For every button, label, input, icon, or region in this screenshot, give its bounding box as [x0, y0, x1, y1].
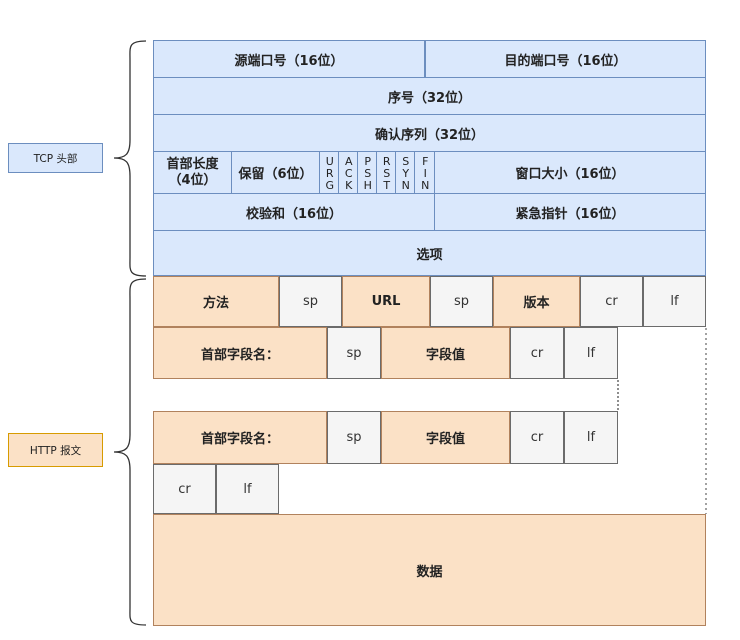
header-name-field: 首部字段名： — [153, 411, 327, 464]
flag-fin: FIN — [414, 151, 435, 194]
flag-fin-text: FIN — [418, 154, 432, 191]
sp-field: sp — [279, 276, 342, 327]
flag-psh-text: PSH — [361, 154, 375, 191]
ack-field: 确认序列（32位） — [153, 114, 706, 152]
src-port-field: 源端口号（16位） — [153, 40, 425, 78]
flag-rst-text: RST — [380, 154, 394, 191]
reserved-field: 保留（6位） — [231, 151, 320, 194]
window-size-field: 窗口大小（16位） — [434, 151, 706, 194]
method-field: 方法 — [153, 276, 279, 327]
flag-syn-text: SYN — [399, 154, 413, 191]
dst-port-field: 目的端口号（16位） — [425, 40, 706, 78]
flag-rst: RST — [376, 151, 396, 194]
sp-field: sp — [430, 276, 493, 327]
options-field: 选项 — [153, 230, 706, 276]
urgent-pointer-field: 紧急指针（16位） — [434, 193, 706, 231]
body-data-field: 数据 — [153, 514, 706, 626]
tcp-brace — [113, 40, 147, 277]
lf-field: lf — [564, 327, 618, 379]
http-message-label: HTTP 报文 — [8, 433, 103, 467]
url-field: URL — [342, 276, 430, 327]
http-brace — [113, 278, 147, 626]
cr-field: cr — [153, 464, 216, 514]
lf-field: lf — [564, 411, 618, 464]
flag-urg-text: URG — [323, 154, 337, 191]
cr-field: cr — [510, 411, 564, 464]
header-name-field: 首部字段名： — [153, 327, 327, 379]
version-field: 版本 — [493, 276, 580, 327]
flag-urg: URG — [319, 151, 339, 194]
lf-field: lf — [643, 276, 706, 327]
sp-field: sp — [327, 327, 381, 379]
cr-field: cr — [510, 327, 564, 379]
flag-ack: ACK — [338, 151, 358, 194]
flag-syn: SYN — [395, 151, 415, 194]
seq-field: 序号（32位） — [153, 77, 706, 115]
sp-field: sp — [327, 411, 381, 464]
flag-psh: PSH — [357, 151, 377, 194]
header-length-field: 首部长度 （4位） — [153, 151, 232, 194]
checksum-field: 校验和（16位） — [153, 193, 435, 231]
header-value-field: 字段值 — [381, 411, 510, 464]
flag-ack-text: ACK — [342, 154, 356, 191]
lf-field: lf — [216, 464, 279, 514]
cr-field: cr — [580, 276, 643, 327]
header-value-field: 字段值 — [381, 327, 510, 379]
tcp-header-label: TCP 头部 — [8, 143, 103, 173]
